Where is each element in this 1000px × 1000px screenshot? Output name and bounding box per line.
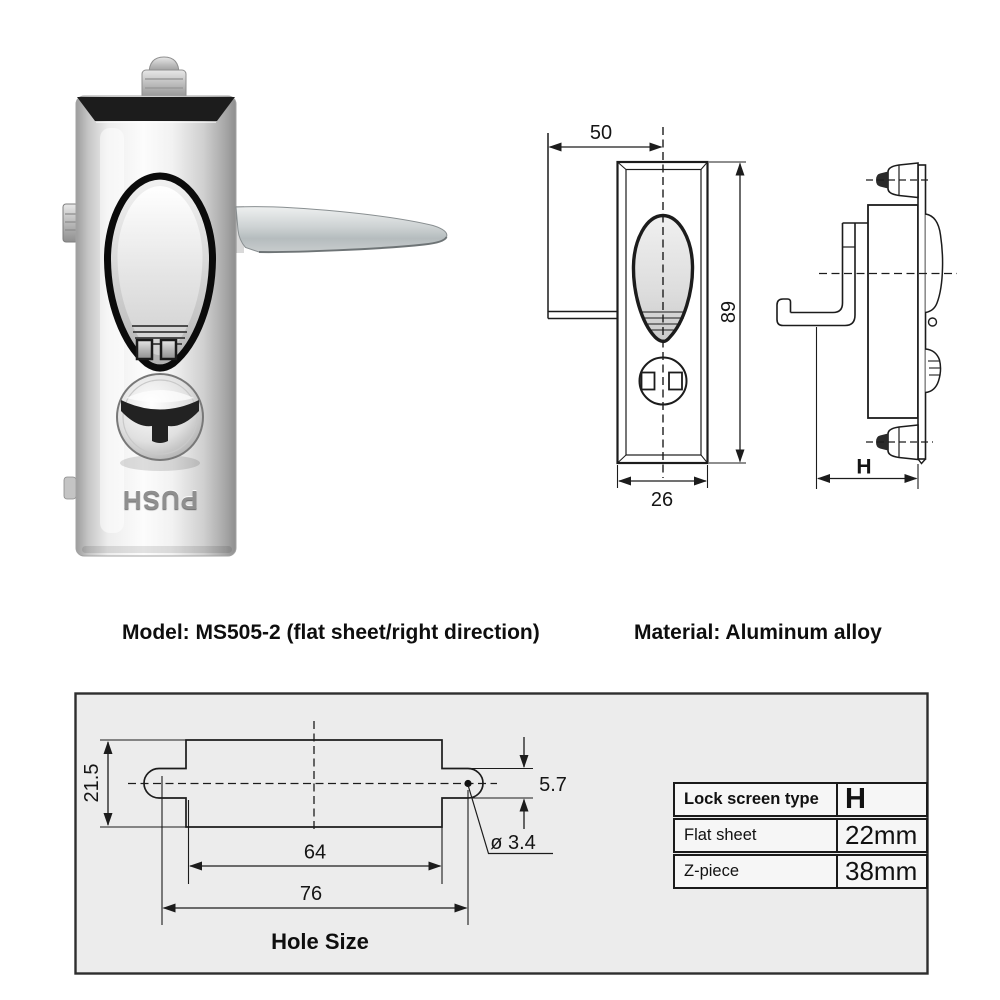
dim-h: H [856,456,871,479]
spec-table: Lock screen type H Flat sheet 22mm Z-pie… [673,782,931,892]
dim-26: 26 [651,489,673,511]
front-body-outer [616,160,709,465]
side-view-drawing: H [776,162,957,489]
table-row-z-piece: Z-piece 38mm [673,854,928,889]
hole-center-dot [464,779,472,788]
table-row-value: 38mm [845,856,918,886]
top-bevel-photo [77,97,235,121]
table-row-value: 22mm [845,820,918,850]
table-header-value: H [845,783,866,815]
side-body [867,204,919,419]
knob-photo [103,172,217,372]
dim-hole-dia: ø 3.4 [490,832,536,854]
table-row-flat-sheet: Flat sheet 22mm [673,818,928,853]
side-handle-arm [776,222,868,327]
dim-21-5: 21.5 [81,764,103,803]
dim-64: 64 [304,842,326,864]
table-header-label: Lock screen type [675,784,838,815]
model-caption: Model: MS505-2 (flat sheet/right directi… [122,621,540,644]
screw-photo [116,373,204,471]
dim-76: 76 [300,883,322,905]
push-label: PUSH [121,485,199,515]
dim-89: 89 [718,301,740,323]
material-caption: Material: Aluminum alloy [634,621,882,644]
hole-size-title: Hole Size [271,929,369,954]
latch-tab-left-photo [135,338,154,361]
table-row-label: Z-piece [675,856,838,887]
side-plate [917,164,927,460]
hole-size-drawing: 21.5 5.7 ø 3.4 64 76 [81,721,567,925]
dim-5-7: 5.7 [539,774,567,796]
side-screw-tab-photo [62,203,79,500]
side-rear-cam [925,213,944,394]
product-photo [62,56,448,557]
table-row-lock-screen-type: Lock screen type H [673,782,928,817]
table-row-label: Flat sheet [675,820,838,851]
handle-photo [235,206,448,254]
dim-50: 50 [590,122,612,144]
front-view-drawing: 50 89 26 [547,122,746,511]
latch-tab-right-photo [159,338,178,361]
top-screw-stem-photo [141,56,187,101]
